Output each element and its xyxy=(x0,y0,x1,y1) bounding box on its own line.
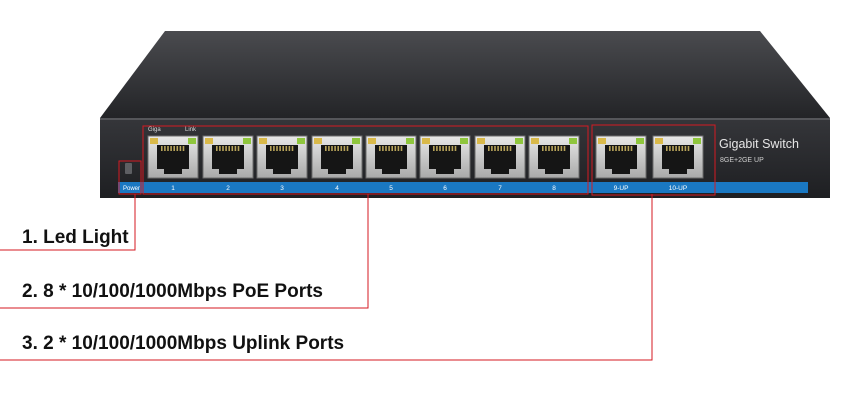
port-led-green-icon xyxy=(297,138,305,144)
port-led-amber-icon xyxy=(150,138,158,144)
led-light-highlight xyxy=(118,160,142,195)
port-led-green-icon xyxy=(693,138,701,144)
rj45-port xyxy=(365,135,417,179)
rj45-port xyxy=(474,135,526,179)
port-led-green-icon xyxy=(460,138,468,144)
blue-stripe xyxy=(118,182,808,193)
port-led-amber-icon xyxy=(598,138,606,144)
port-label: 8 xyxy=(552,185,556,192)
port-led-amber-icon xyxy=(314,138,322,144)
port-led-amber-icon xyxy=(655,138,663,144)
leader-line-poe xyxy=(0,194,369,309)
leader-line-uplink xyxy=(0,194,653,361)
power-led-icon xyxy=(125,163,132,174)
switch-top-cover xyxy=(100,31,830,118)
port-led-amber-icon xyxy=(477,138,485,144)
leader-line-led xyxy=(0,194,136,251)
port-label: 5 xyxy=(389,185,393,192)
port-led-amber-icon xyxy=(368,138,376,144)
poe-ports-highlight xyxy=(142,125,589,195)
port-label: 4 xyxy=(335,185,339,192)
brand-label: Gigabit Switch xyxy=(719,137,799,151)
rj45-port xyxy=(528,135,580,179)
rj45-port xyxy=(652,135,704,179)
led-label-link: Link xyxy=(185,127,197,133)
rj45-port xyxy=(311,135,363,179)
port-led-amber-icon xyxy=(205,138,213,144)
rj45-port xyxy=(256,135,308,179)
rj45-port xyxy=(202,135,254,179)
port-led-amber-icon xyxy=(531,138,539,144)
port-led-green-icon xyxy=(406,138,414,144)
model-label: 8GE+2GE UP xyxy=(720,157,764,164)
port-label: 9-UP xyxy=(614,185,629,192)
port-led-green-icon xyxy=(188,138,196,144)
port-led-amber-icon xyxy=(259,138,267,144)
led-label-giga: Giga xyxy=(148,127,161,133)
callout-poe-ports: 2. 8 * 10/100/1000Mbps PoE Ports xyxy=(22,281,323,302)
port-label: 6 xyxy=(443,185,447,192)
port-led-green-icon xyxy=(636,138,644,144)
port-label: 1 xyxy=(171,185,175,192)
rj45-port xyxy=(595,135,647,179)
rj45-port xyxy=(147,135,199,179)
callout-uplink-ports: 3. 2 * 10/100/1000Mbps Uplink Ports xyxy=(22,333,345,354)
power-label: Power xyxy=(123,186,140,192)
port-label: 2 xyxy=(226,185,230,192)
ports-group: 1 2 3 4 5 6 7 8 9-UP 10-UP xyxy=(147,135,704,192)
port-led-amber-icon xyxy=(422,138,430,144)
port-led-green-icon xyxy=(515,138,523,144)
rj45-port xyxy=(419,135,471,179)
port-label: 7 xyxy=(498,185,502,192)
port-led-green-icon xyxy=(352,138,360,144)
port-led-green-icon xyxy=(569,138,577,144)
port-led-green-icon xyxy=(243,138,251,144)
callout-led-light: 1. Led Light xyxy=(22,227,129,248)
port-label: 3 xyxy=(280,185,284,192)
uplink-ports-highlight xyxy=(591,124,716,196)
port-label: 10-UP xyxy=(669,185,687,192)
